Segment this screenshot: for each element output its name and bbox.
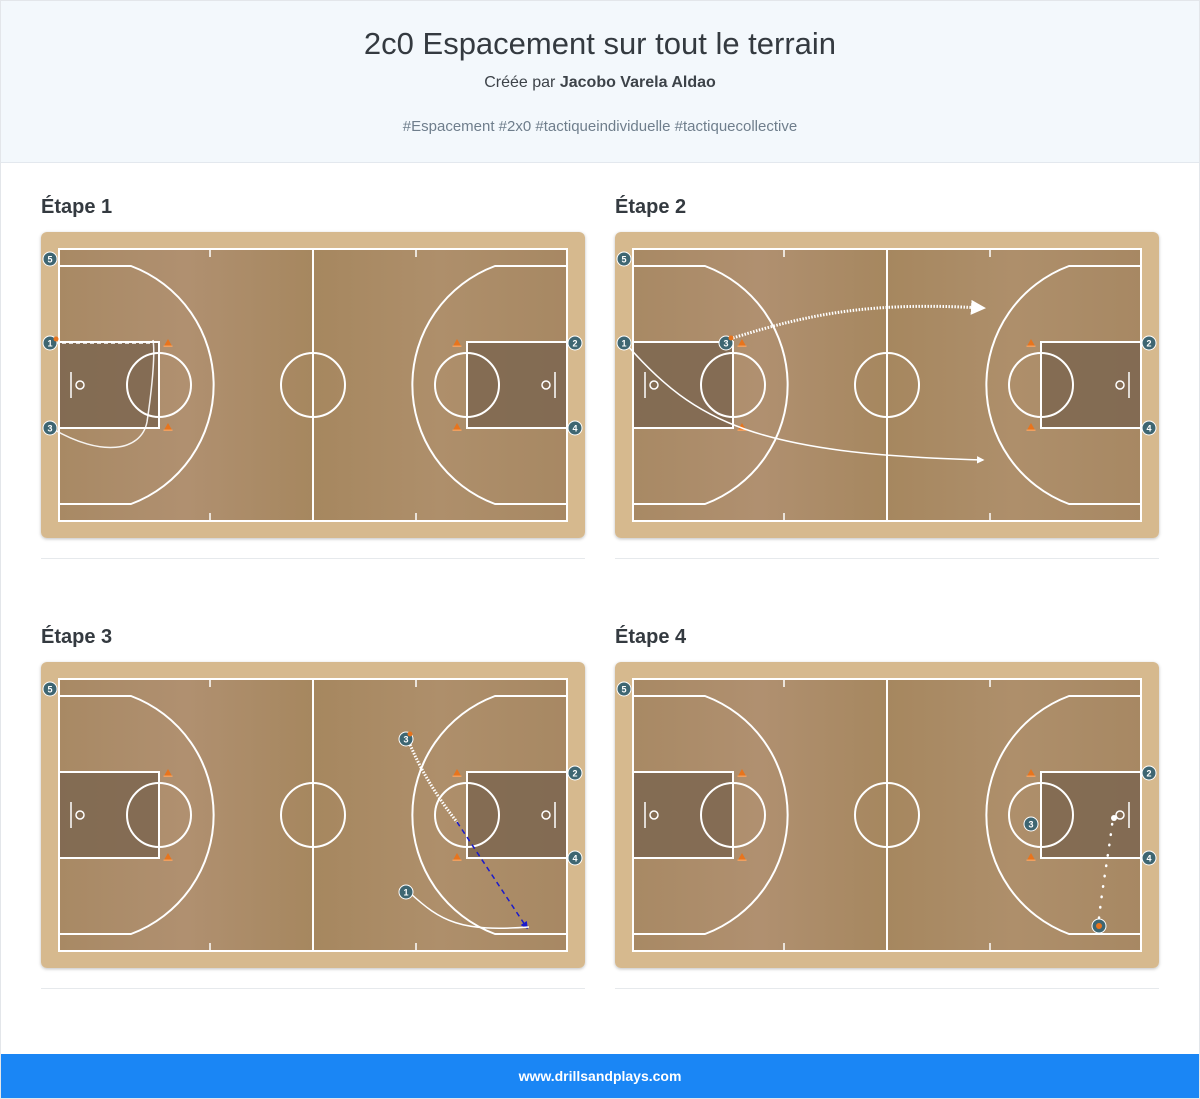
- svg-text:3: 3: [403, 735, 408, 745]
- player-token: 5: [42, 681, 58, 697]
- step-divider: [41, 988, 585, 989]
- step-divider: [615, 558, 1159, 559]
- step-divider: [41, 558, 585, 559]
- player-token: 5: [616, 681, 632, 697]
- svg-text:4: 4: [572, 424, 577, 434]
- step-title: Étape 3: [41, 626, 113, 648]
- player-token: 5: [42, 251, 58, 267]
- player-token: 2: [567, 765, 583, 781]
- step-1: Étape 1 5 1 3: [41, 196, 585, 559]
- svg-text:1: 1: [47, 339, 52, 349]
- step-title: Étape 2: [615, 196, 687, 218]
- player-token: 4: [567, 420, 583, 436]
- player-token: 1: [616, 335, 632, 351]
- svg-text:4: 4: [1146, 854, 1151, 864]
- player-token: [1091, 918, 1107, 934]
- step-divider: [615, 988, 1159, 989]
- dribble-path: [732, 299, 986, 340]
- player-token: 2: [1141, 335, 1157, 351]
- author-line: Créée par Jacobo Varela Aldao: [1, 74, 1199, 92]
- ball-marker: [53, 336, 59, 342]
- ball-marker: [407, 731, 413, 737]
- ball-marker: [728, 335, 734, 341]
- author-name: Jacobo Varela Aldao: [559, 74, 716, 91]
- player-token: 1: [398, 884, 414, 900]
- svg-text:5: 5: [47, 255, 52, 265]
- footer-site-link[interactable]: www.drillsandplays.com: [518, 1068, 682, 1084]
- player-token: 4: [567, 850, 583, 866]
- player-token: 5: [616, 251, 632, 267]
- svg-text:2: 2: [1146, 769, 1151, 779]
- cut-path: [52, 339, 155, 449]
- drill-tags: #Espacement #2x0 #tactiqueindividuelle #…: [402, 118, 798, 135]
- dribble-path: [407, 741, 459, 823]
- byline-prefix: Créée par: [484, 74, 556, 91]
- svg-text:2: 2: [1146, 339, 1151, 349]
- svg-text:4: 4: [1146, 424, 1151, 434]
- cut-path: [408, 891, 530, 929]
- player-token: 3: [42, 420, 58, 436]
- drill-title: 2c0 Espacement sur tout le terrain: [363, 26, 837, 61]
- svg-text:2: 2: [572, 339, 577, 349]
- svg-text:2: 2: [572, 769, 577, 779]
- cut-path: [626, 344, 985, 464]
- player-token: 1: [42, 335, 58, 351]
- svg-text:4: 4: [572, 854, 577, 864]
- svg-text:5: 5: [621, 685, 626, 695]
- player-token: 2: [567, 335, 583, 351]
- step-title: Étape 4: [615, 626, 687, 648]
- svg-text:5: 5: [621, 255, 626, 265]
- step-title: Étape 1: [41, 196, 113, 218]
- court-diagram: 5 3 2 4: [615, 662, 1159, 968]
- player-token: 4: [1141, 850, 1157, 866]
- pass-line: [456, 821, 528, 930]
- court-diagram: 5 1 3 2 4: [41, 232, 585, 538]
- svg-text:3: 3: [47, 424, 52, 434]
- player-token: 4: [1141, 420, 1157, 436]
- step-4: Étape 4 5 3: [615, 626, 1159, 989]
- drill-header: 2c0 Espacement sur tout le terrain Créée…: [1, 1, 1199, 163]
- svg-text:3: 3: [1028, 820, 1033, 830]
- court-diagram: 5 1 3 2 4: [615, 232, 1159, 538]
- step-3: Étape 3 5 3 1: [41, 626, 585, 989]
- court-diagram: 5 3 1 2 4: [41, 662, 585, 968]
- site-footer: www.drillsandplays.com: [1, 1054, 1199, 1098]
- player-token: 2: [1141, 765, 1157, 781]
- svg-text:1: 1: [621, 339, 626, 349]
- svg-text:5: 5: [47, 685, 52, 695]
- ball-marker: [1111, 815, 1117, 821]
- step-2: Étape 2 5 1 3: [615, 196, 1159, 559]
- svg-text:3: 3: [723, 339, 728, 349]
- player-token: 3: [1023, 816, 1039, 832]
- svg-text:1: 1: [403, 888, 408, 898]
- shot-path: [1097, 815, 1115, 920]
